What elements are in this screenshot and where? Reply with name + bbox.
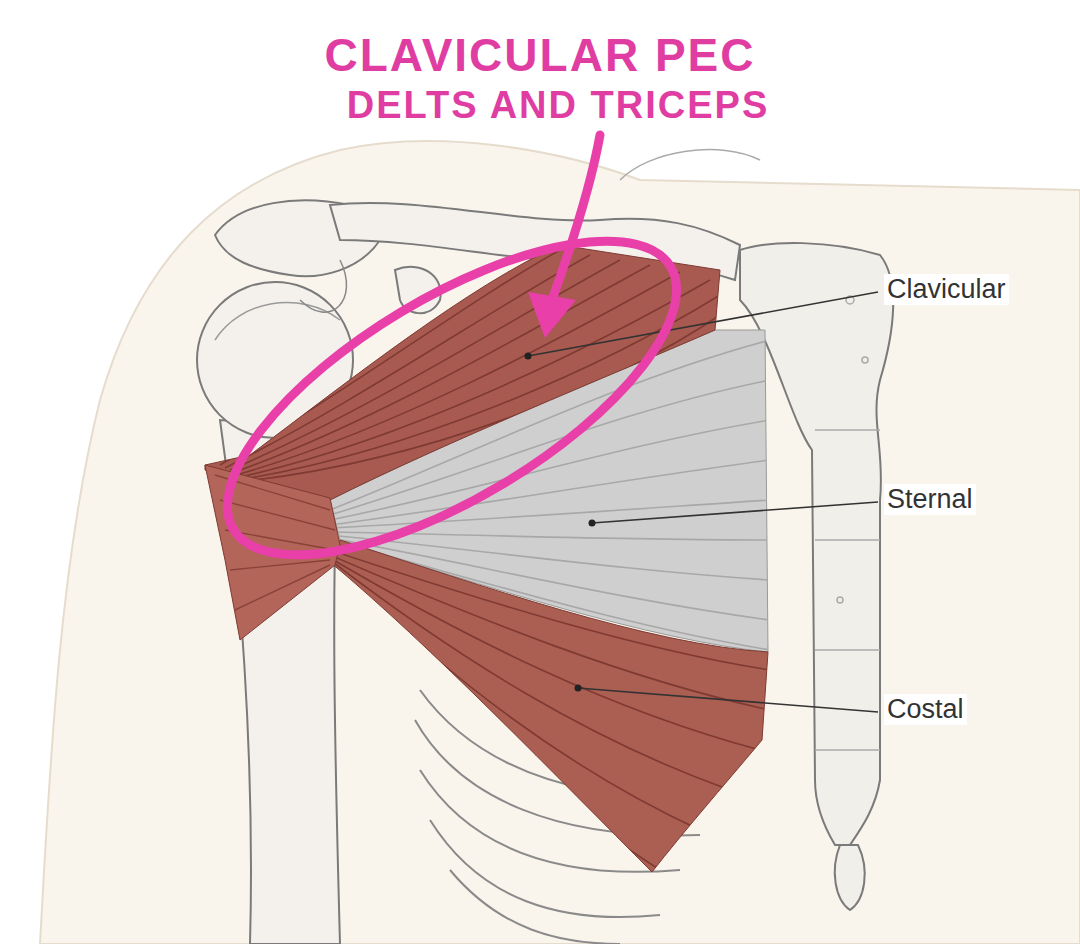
callout-subheading: DELTS AND TRICEPS bbox=[347, 84, 769, 127]
part-name: Clavicular bbox=[884, 274, 1009, 305]
highlight-ellipse bbox=[182, 181, 722, 615]
body-outline bbox=[40, 141, 1080, 944]
costal-head bbox=[330, 540, 768, 872]
xiphoid bbox=[835, 845, 865, 910]
callout-arrow bbox=[552, 135, 600, 300]
part-name: Costal bbox=[884, 694, 967, 725]
part-name: Sternal bbox=[884, 484, 976, 515]
callout-arrowhead bbox=[528, 292, 576, 338]
callout-heading: CLAVICULAR PEC bbox=[325, 28, 756, 82]
leader-lines bbox=[528, 292, 878, 712]
